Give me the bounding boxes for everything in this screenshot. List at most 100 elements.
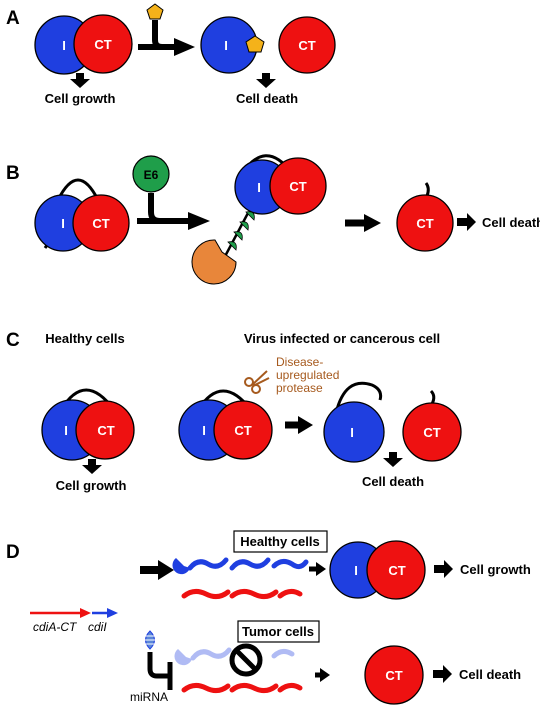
mrna-segment (277, 682, 303, 693)
toxin-label: CT (94, 37, 111, 52)
scissors-icon (244, 370, 270, 394)
panel-d-top-outcome: Cell growth (460, 562, 531, 577)
toxin-label: CT (289, 179, 306, 194)
right-arrow (457, 213, 476, 231)
e6-circle (132, 155, 170, 193)
toxin-label: CT (423, 425, 440, 440)
mrna-segment (229, 557, 271, 571)
mirna-hairpin-icon (143, 630, 157, 650)
panel-a-complex-left: I CT (34, 14, 133, 75)
cdia-ct-mrna-top (181, 588, 303, 600)
toxin-protein (73, 14, 133, 74)
panel-c-healthy-complex: I CT (41, 388, 135, 461)
prohibited-slash (234, 648, 258, 672)
toxin-label: CT (97, 423, 114, 438)
down-arrow (383, 452, 403, 467)
hairpin-stripes (143, 635, 157, 645)
ubiquitin-chain-line (220, 212, 250, 263)
panel-c-free-toxin: CT (402, 389, 462, 462)
panel-label-c: C (6, 330, 20, 351)
panel-d-free-toxin: CT (364, 645, 424, 705)
linker-tail (424, 182, 430, 197)
proteasome-pacman (191, 239, 237, 285)
panel-c-healthy-title: Healthy cells (45, 331, 125, 346)
toxin-label: CT (388, 563, 405, 578)
toxin-protein (402, 402, 462, 462)
inhibitor-pentagon (146, 3, 164, 20)
tumor-cells-box (237, 620, 320, 643)
ribosome-blob (172, 558, 190, 575)
healthy-cells-label: Healthy cells (240, 534, 320, 549)
toxin-label: CT (234, 423, 251, 438)
immunity-label: I (62, 38, 66, 53)
down-arrow (256, 73, 276, 88)
tumor-cells-label: Tumor cells (242, 624, 314, 639)
panel-a-left-outcome: Cell growth (45, 91, 116, 106)
mrna-segment (229, 588, 279, 600)
gene-construct (30, 608, 118, 618)
ubiquitin-tag (239, 221, 249, 231)
toxin-label: CT (298, 38, 315, 53)
mirna-label: miRNA (130, 690, 168, 704)
linker-tail (429, 389, 436, 405)
panel-c-infected-title: Virus infected or cancerous cell (244, 331, 440, 346)
down-arrow (82, 459, 102, 474)
mrna-segment (277, 588, 303, 599)
protease-label-line3: protease (276, 381, 323, 395)
right-arrow (434, 560, 453, 578)
toxin-protein (269, 157, 327, 215)
down-arrow (70, 73, 90, 88)
right-arrow (433, 665, 452, 683)
panel-b-degradation-complex: I CT (191, 154, 327, 285)
toxin-label: CT (92, 216, 109, 231)
mrna-segment (271, 648, 295, 659)
ribosome-blob (174, 649, 192, 666)
panel-b-free-toxin: CT (396, 182, 454, 252)
scissors-ring (244, 377, 254, 387)
prohibited-icon (229, 643, 263, 677)
cdia-ct-gene-arrowhead (80, 608, 91, 618)
ubiquitin-tag (227, 241, 237, 251)
linker-loop (56, 178, 100, 201)
toxin-protein (278, 16, 336, 74)
mrna-segment (190, 647, 232, 661)
immunity-label: I (224, 38, 228, 53)
toxin-protein (75, 400, 135, 460)
arrow-head (316, 562, 326, 576)
immunity-protein (323, 401, 385, 463)
toxin-protein (364, 645, 424, 705)
panel-b-complex-left: I CT (34, 178, 130, 252)
protease-label-line2: upregulated (276, 368, 339, 382)
arrow-head (158, 560, 174, 580)
panel-c-right-outcome: Cell death (362, 474, 424, 489)
arrow-head (298, 416, 313, 434)
toxin-protein (213, 400, 273, 460)
arrow-head (174, 38, 195, 56)
panel-b-outcome: Cell death (482, 215, 540, 230)
toxin-protein (72, 194, 130, 252)
arrow-head (364, 214, 381, 232)
e6-oncoprotein: E6 (132, 155, 170, 193)
toxin-label: CT (385, 668, 402, 683)
panel-label-b: B (6, 163, 20, 184)
mrna-segment (181, 682, 231, 694)
inhibitor-pentagon (245, 35, 265, 53)
addition-connector (152, 20, 174, 50)
panel-a-result: I CT (200, 16, 336, 74)
ubiquitin-tag (245, 211, 255, 221)
cdia-ct-mrna-bottom (181, 682, 303, 694)
inhibition-connector (147, 652, 170, 679)
toxin-protein (366, 540, 426, 600)
panel-c-free-immunity: I (323, 381, 385, 463)
panel-label-a: A (6, 8, 20, 29)
panel-d-complex: I CT (329, 540, 426, 600)
panel-c-infected-complex: I CT (178, 389, 273, 461)
mrna-segment (229, 682, 279, 694)
toxin-label: CT (416, 216, 433, 231)
e6-label: E6 (144, 168, 159, 182)
cdii-mrna (172, 557, 309, 575)
panel-d-bottom-outcome: Cell death (459, 667, 521, 682)
immunity-label: I (257, 180, 261, 195)
scissors-blade (251, 370, 270, 387)
